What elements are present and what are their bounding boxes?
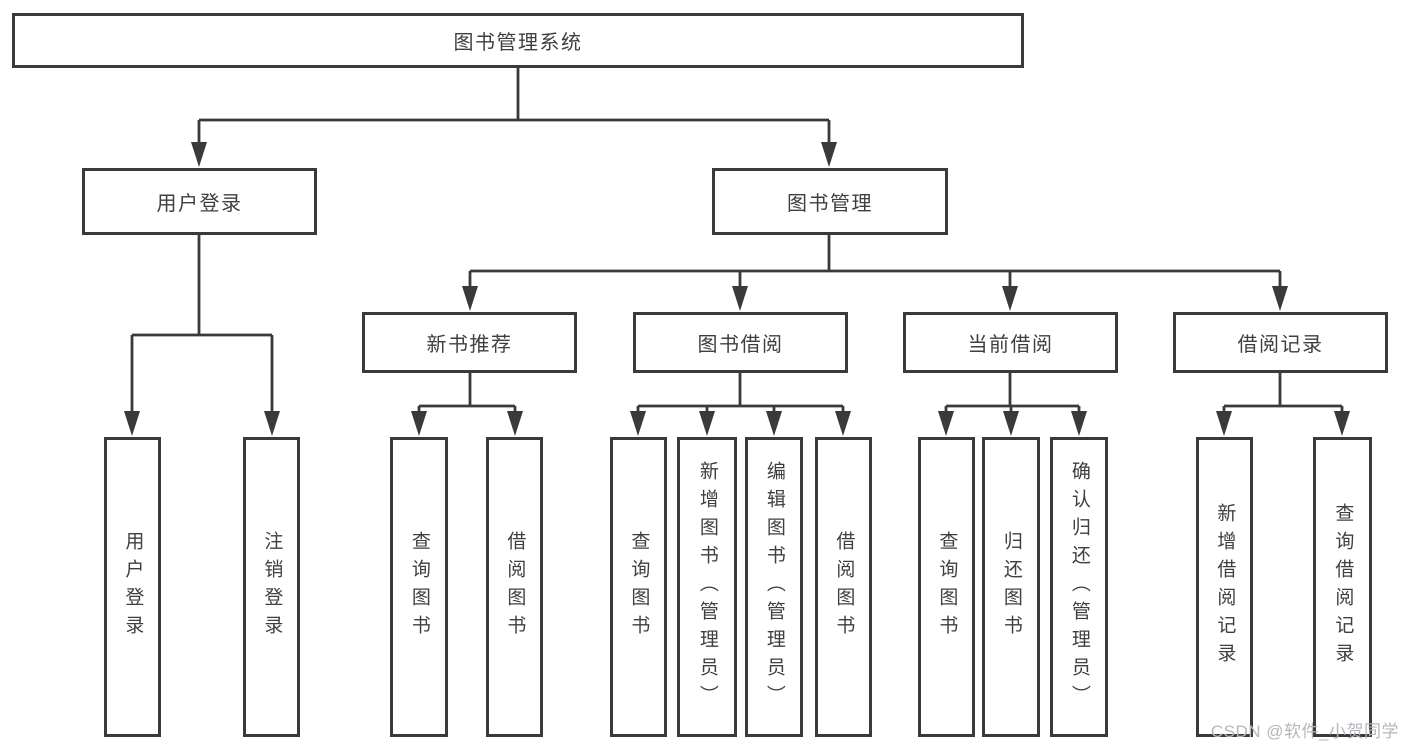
arrowhead (835, 411, 851, 436)
leaf-borrow-book-newrec-label: 借阅图书 (504, 531, 526, 643)
arrowhead (699, 411, 715, 436)
node-user-login-label: 用户登录 (156, 193, 243, 215)
leaf-return-book-label: 归还图书 (1000, 531, 1022, 643)
node-new-book-rec-label: 新书推荐 (426, 334, 513, 356)
leaf-query-book-newrec-label: 查询图书 (408, 531, 430, 643)
leaf-query-book-borrow-label: 查询图书 (628, 531, 650, 643)
leaf-query-book-current-label: 查询图书 (936, 531, 958, 643)
connector-book-borrow-to-leaves (630, 373, 851, 436)
arrowhead (938, 411, 954, 436)
arrowhead (462, 286, 478, 311)
leaf-add-borrow-record-label: 新增借阅记录 (1214, 503, 1236, 671)
arrowhead (191, 142, 207, 167)
arrowhead (1003, 411, 1019, 436)
leaf-borrow-book: 借阅图书 (815, 437, 872, 737)
node-current-borrow-label: 当前借阅 (967, 334, 1054, 356)
connector-root-to-level2 (191, 68, 837, 167)
arrowhead (411, 411, 427, 436)
leaf-add-book-admin: 新增图书（管理员） (677, 437, 737, 737)
leaf-add-book-admin-label: 新增图书（管理员） (696, 461, 718, 713)
arrowhead (1216, 411, 1232, 436)
leaf-logout: 注销登录 (243, 437, 300, 737)
arrowhead (1334, 411, 1350, 436)
node-borrow-record: 借阅记录 (1173, 312, 1388, 373)
arrowhead (732, 286, 748, 311)
leaf-query-book-current: 查询图书 (918, 437, 975, 737)
node-borrow-record-label: 借阅记录 (1237, 334, 1324, 356)
leaf-edit-book-admin-label: 编辑图书（管理员） (763, 461, 785, 713)
node-root-label: 图书管理系统 (453, 32, 583, 54)
arrowhead (821, 142, 837, 167)
connector-borrow-record-to-leaves (1216, 373, 1350, 436)
arrowhead (264, 411, 280, 436)
arrowhead (1272, 286, 1288, 311)
arrowhead (124, 411, 140, 436)
leaf-confirm-return-admin: 确认归还（管理员） (1050, 437, 1108, 737)
leaf-query-borrow-record-label: 查询借阅记录 (1332, 503, 1354, 671)
connector-book-mgmt-to-level3 (462, 235, 1288, 311)
leaf-query-book-newrec: 查询图书 (390, 437, 448, 737)
leaf-user-login: 用户登录 (104, 437, 161, 737)
arrowhead (630, 411, 646, 436)
node-book-borrow-label: 图书借阅 (697, 334, 784, 356)
leaf-query-book-borrow: 查询图书 (610, 437, 667, 737)
connector-new-book-rec-to-leaves (411, 373, 523, 436)
leaf-confirm-return-admin-label: 确认归还（管理员） (1068, 461, 1090, 713)
node-book-borrow: 图书借阅 (633, 312, 848, 373)
arrowhead (766, 411, 782, 436)
connector-user-login-to-leaves (124, 235, 280, 436)
leaf-add-borrow-record: 新增借阅记录 (1196, 437, 1253, 737)
node-new-book-rec: 新书推荐 (362, 312, 577, 373)
connector-current-borrow-to-leaves (938, 373, 1087, 436)
arrowhead (1071, 411, 1087, 436)
leaf-borrow-book-newrec: 借阅图书 (486, 437, 543, 737)
leaf-edit-book-admin: 编辑图书（管理员） (745, 437, 803, 737)
leaf-user-login-label: 用户登录 (122, 531, 144, 643)
node-book-mgmt: 图书管理 (712, 168, 948, 235)
arrowhead (507, 411, 523, 436)
leaf-logout-label: 注销登录 (261, 531, 283, 643)
leaf-query-borrow-record: 查询借阅记录 (1313, 437, 1372, 737)
leaf-borrow-book-label: 借阅图书 (833, 531, 855, 643)
node-current-borrow: 当前借阅 (903, 312, 1118, 373)
node-book-mgmt-label: 图书管理 (787, 193, 873, 215)
leaf-return-book: 归还图书 (982, 437, 1040, 737)
arrowhead (1002, 286, 1018, 311)
node-root: 图书管理系统 (12, 13, 1024, 68)
watermark: CSDN @软件_小贺同学 (1210, 722, 1399, 741)
node-user-login: 用户登录 (82, 168, 317, 235)
